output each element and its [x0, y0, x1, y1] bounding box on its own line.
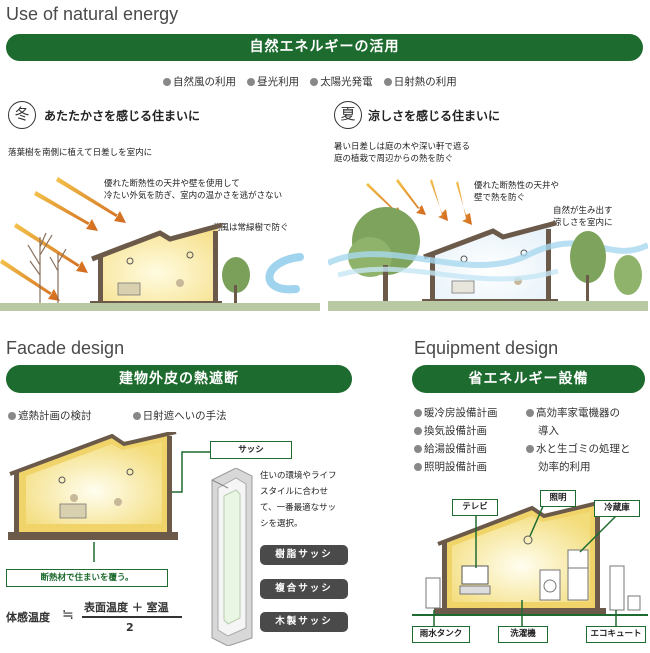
bullet-item: 遮熱計画の検討 — [8, 410, 92, 422]
bullet-item: 太陽光発電 — [310, 76, 373, 88]
bullet-icon — [247, 78, 256, 86]
summer-note-insulation: 優れた断熱性の天井や 壁で熱を防ぐ — [474, 181, 560, 203]
fridge-label: 冷蔵庫 — [594, 500, 640, 517]
facade-section-title: Facade design — [6, 338, 125, 358]
bullet-icon — [526, 445, 534, 453]
rain-tank-label: 雨水タンク — [412, 626, 470, 643]
bullet-item: 日射熱の利用 — [383, 76, 457, 88]
washer-label: 洗濯機 — [498, 626, 548, 643]
breeze-icon — [328, 240, 648, 268]
bullet-item: 暖冷房設備計画 — [414, 404, 498, 422]
bullet-icon — [310, 78, 319, 86]
garden-tree-icon — [570, 231, 642, 303]
bullet-icon — [163, 78, 171, 86]
fridge-icon — [567, 549, 589, 601]
light-label: 照明 — [540, 490, 576, 507]
bullet-icon — [526, 409, 534, 417]
bullet-icon — [8, 412, 16, 420]
summer-note-shade: 暑い日差しは庭の木や深い軒で遮る 庭の植栽で周辺からの熱を防ぐ — [334, 142, 471, 164]
equipment-banner: 省エネルギー設備 — [412, 365, 645, 393]
summer-heading: 涼しさを感じる住まいに — [368, 109, 501, 123]
equipment-section-title: Equipment design — [414, 338, 559, 358]
bullet-item: 換気設備計画 — [414, 422, 498, 440]
winter-house — [90, 222, 223, 308]
resin-sash-option: 樹脂サッシ — [260, 545, 348, 565]
bullet-item: 高効率家電機器の — [526, 404, 631, 422]
bullet-icon — [414, 445, 422, 453]
sash-label: サッシ — [210, 441, 292, 459]
natural-banner: 自然エネルギーの活用 — [6, 34, 643, 61]
formula-fraction-bar — [82, 616, 182, 618]
bullet-item: 給湯設備計画 — [414, 440, 498, 458]
winter-kanji-badge: 冬 — [8, 101, 36, 129]
equipment-house-illustration — [412, 500, 648, 626]
evergreen-tree-icon — [222, 257, 250, 303]
bullet-icon — [132, 412, 141, 420]
tv-label: テレビ — [452, 499, 498, 516]
insulation-label: 断熱材で住まいを覆う。 — [6, 569, 168, 587]
washer-icon — [539, 569, 561, 601]
sash-description: 住いの環境やライフ スタイルに合わせ て、一番最適なサッ シを選択。 — [260, 471, 337, 529]
composite-sash-option: 複合サッシ — [260, 579, 348, 599]
tv-icon — [459, 565, 491, 595]
deciduous-tree-icon — [27, 232, 67, 303]
formula-numerator: 表面温度 ＋ 室温 — [84, 601, 169, 614]
north-wind-icon — [265, 253, 304, 294]
winter-note-north-wind: 北風は常緑樹で防ぐ — [212, 223, 289, 233]
bullet-item: 昼光利用 — [247, 76, 299, 88]
bullet-icon — [383, 78, 392, 86]
bullet-item: 照明設備計画 — [414, 458, 498, 476]
ecocute-icon — [609, 565, 641, 611]
equipment-bullets-right: 高効率家電機器の 導入 水と生ゴミの処理と 効率的利用 — [526, 404, 631, 476]
bullet-icon — [414, 463, 422, 471]
feel-temperature-formula: 体感温度 ≒ 表面温度 ＋ 室温 2 — [6, 599, 206, 639]
summer-note-cool: 自然が生み出す 涼しさを室内に — [553, 206, 613, 228]
winter-note-insulation: 優れた断熱性の天井や壁を使用して 冷たい外気を防ぎ、室内の温かさを逃がさない — [104, 179, 283, 201]
formula-denominator: 2 — [126, 621, 134, 634]
wooden-sash-option: 木製サッシ — [260, 612, 348, 632]
winter-heading: あたたかさを感じる住まいに — [44, 109, 201, 123]
equipment-bullets-left: 暖冷房設備計画 換気設備計画 給湯設備計画 照明設備計画 — [414, 404, 498, 476]
rain-tank-icon — [425, 577, 441, 609]
summer-kanji-badge: 夏 — [334, 101, 362, 129]
bullet-icon — [414, 409, 422, 417]
light-icon — [523, 535, 533, 545]
formula-left-term: 体感温度 — [6, 611, 50, 624]
bullet-item: 水と生ゴミの処理と — [526, 440, 631, 458]
facade-bullets: 遮熱計画の検討 日射遮へいの手法 — [8, 404, 227, 423]
winter-illustration — [0, 177, 320, 311]
summer-illustration — [328, 179, 648, 311]
natural-section-title: Use of natural energy — [6, 4, 179, 24]
bullet-item: 日射遮へいの手法 — [132, 410, 227, 422]
sash-frame-illustration — [211, 468, 253, 646]
breeze-icon — [337, 266, 559, 282]
bullet-item: 自然風の利用 — [163, 76, 236, 88]
formula-approx-sign: ≒ — [62, 607, 74, 623]
bullet-icon — [414, 427, 422, 435]
facade-banner: 建物外皮の熱遮断 — [6, 365, 352, 393]
natural-bullets: 自然風の利用 昼光利用 太陽光発電 日射熱の利用 — [163, 70, 457, 89]
ecocute-label: エコキュート — [586, 626, 646, 643]
winter-note-trees: 落葉樹を南側に植えて日差しを室内に — [8, 148, 153, 158]
facade-house-illustration — [8, 432, 210, 562]
sun-arrow-icon — [0, 177, 126, 301]
